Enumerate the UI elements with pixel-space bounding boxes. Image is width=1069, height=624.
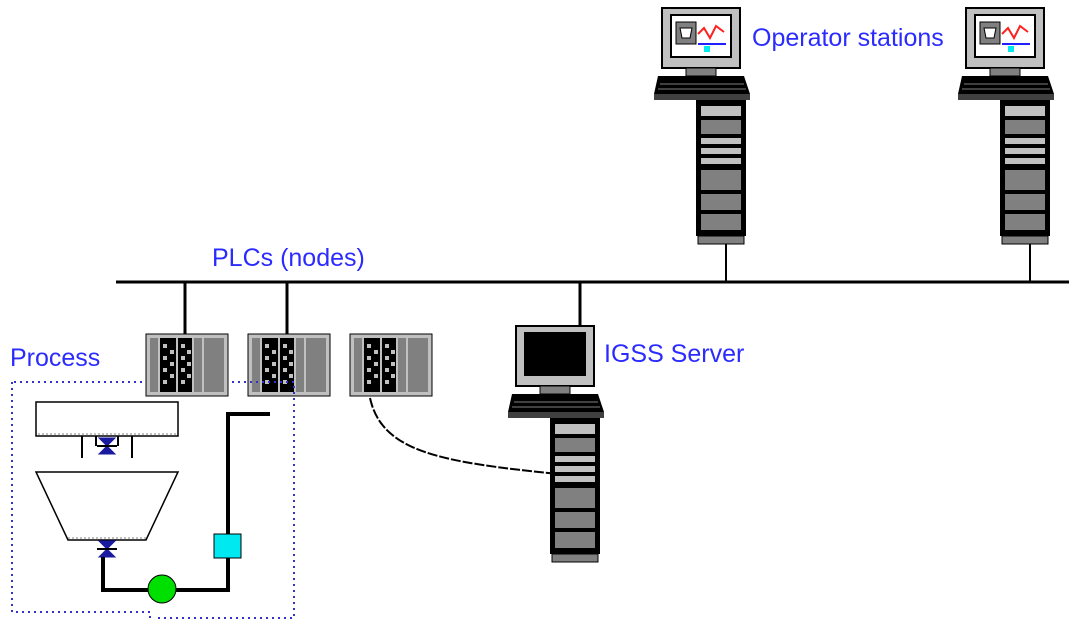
igss-server-workstation-icon <box>507 325 605 563</box>
process-pipe <box>101 412 270 592</box>
hmi-graphic-icon <box>976 16 1034 56</box>
hmi-graphic-icon <box>672 16 730 56</box>
serial-cable <box>369 397 559 475</box>
pump-icon <box>147 574 177 604</box>
plc-rack-icon-3 <box>349 333 433 397</box>
valve-icon-upper <box>96 437 118 455</box>
sensor-icon <box>213 533 242 559</box>
hopper <box>34 471 180 541</box>
plc-rack-icon-1 <box>145 333 229 397</box>
plc-rack-icon-2 <box>247 333 331 397</box>
valve-icon-lower <box>96 540 118 558</box>
operator-station-1 <box>653 7 751 245</box>
label-igss-server: IGSS Server <box>604 340 745 368</box>
label-process: Process <box>10 344 101 372</box>
process-boundary <box>11 381 295 619</box>
label-operator-stations: Operator stations <box>752 24 944 52</box>
operator-station-2 <box>957 7 1055 245</box>
upper-tank <box>35 401 179 437</box>
label-plcs: PLCs (nodes) <box>212 244 365 272</box>
